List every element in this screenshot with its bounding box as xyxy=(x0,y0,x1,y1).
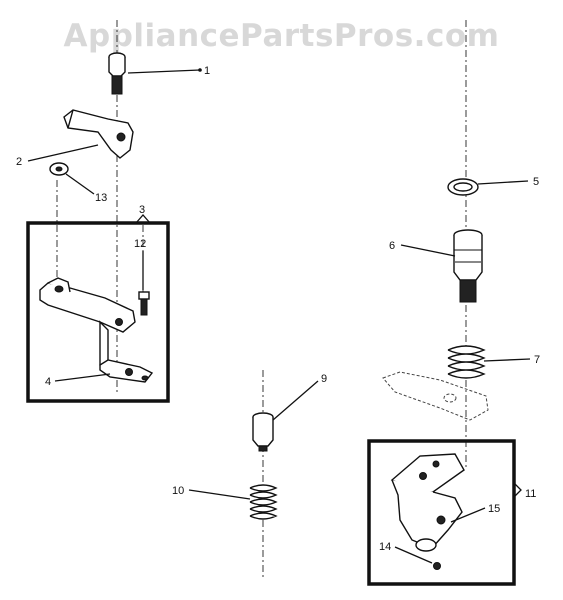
part-11-actuator-assembly[interactable] xyxy=(390,453,465,570)
part-13-washer[interactable] xyxy=(49,162,95,195)
callout-14: 14 xyxy=(379,541,391,553)
callout-9: 9 xyxy=(321,373,327,385)
assembly-3-frame xyxy=(26,214,170,403)
callout-6: 6 xyxy=(389,240,395,252)
part-12-screw[interactable] xyxy=(138,251,150,316)
part-14-clip[interactable] xyxy=(394,546,433,564)
watermark-text: AppliancePartsPros.com xyxy=(63,18,500,54)
callout-4: 4 xyxy=(45,376,51,388)
callout-11: 11 xyxy=(525,488,536,500)
part-15-pin[interactable] xyxy=(450,507,486,523)
callout-2: 2 xyxy=(16,156,22,168)
part-10-spring[interactable] xyxy=(188,484,278,520)
callout-15: 15 xyxy=(488,503,500,515)
part-4-bracket[interactable] xyxy=(39,277,154,383)
callout-labels: 1 2 13 3 12 4 5 6 7 9 10 11 15 14 xyxy=(16,65,540,553)
callout-3: 3 xyxy=(139,204,145,216)
callout-12: 12 xyxy=(134,238,146,250)
part-2-lever[interactable] xyxy=(27,109,134,162)
callout-7: 7 xyxy=(534,354,540,366)
part-5-ring[interactable] xyxy=(447,178,529,196)
callout-1: 1 xyxy=(204,65,210,77)
part-7-spring[interactable] xyxy=(447,345,531,379)
callout-5: 5 xyxy=(533,176,539,188)
callout-10: 10 xyxy=(172,485,184,497)
part-9-plunger[interactable] xyxy=(252,380,319,452)
part-6-bushing[interactable] xyxy=(400,229,483,303)
callout-13: 13 xyxy=(95,192,107,204)
part-1-shoulder-screw[interactable] xyxy=(108,52,202,95)
assembly-11-frame xyxy=(367,439,522,586)
ghost-bracket-outline xyxy=(382,371,489,421)
